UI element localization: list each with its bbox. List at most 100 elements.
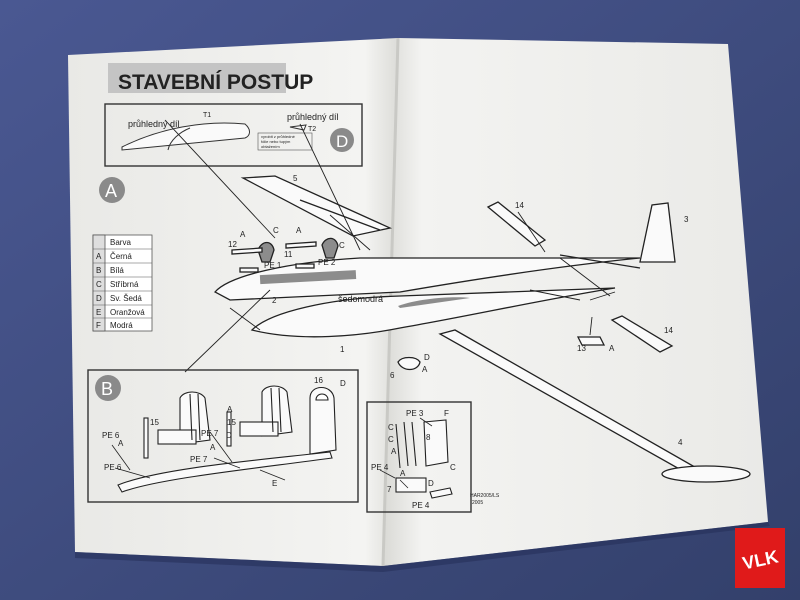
label-a-12: A [240, 230, 246, 239]
bulkhead-16 [309, 386, 337, 455]
seat-front-cushion [157, 429, 197, 445]
label-p4: 4 [678, 438, 683, 447]
label-p3: 3 [684, 215, 689, 224]
label-p1: 1 [340, 345, 345, 354]
label-e: E [272, 479, 277, 488]
label-a-pe6: A [118, 439, 124, 448]
label-p16: 16 [314, 376, 323, 385]
label-d-16: D [340, 379, 346, 388]
wheel [397, 356, 421, 371]
label-t2: T2 [308, 126, 316, 133]
glider-part-labels: 5 14 3 14 13 A 1 2 4 6 D A šedomodrá 12 … [228, 174, 689, 447]
title-banner [108, 63, 286, 93]
corner-logo: VLK [735, 528, 785, 588]
circle-label-d [330, 128, 354, 152]
belt-pe3-b [403, 421, 409, 467]
tiny-note-line-3: obtažením [261, 144, 280, 149]
circle-label-d-text: D [336, 132, 348, 151]
pe1-part [231, 247, 263, 255]
label-pe6a: PE 6 [102, 431, 120, 440]
label-pe7a: PE 7 [201, 429, 219, 438]
pe4-part [429, 487, 453, 499]
label-d-pe7: D [226, 431, 232, 440]
color-name-a: Černá [110, 252, 132, 261]
seat-part-2 [321, 237, 339, 259]
label-d-7: D [428, 479, 434, 488]
fin [639, 202, 676, 263]
leader-lines [164, 119, 616, 373]
label-c-2: C [388, 435, 394, 444]
label-p15b: 15 [227, 418, 236, 427]
color-table: Barva A Černá B Bílá C Stříbrná D Sv. Še… [92, 234, 153, 332]
pe-plate-1 [239, 267, 259, 273]
fuselage-lower [250, 287, 616, 338]
part-13 [576, 336, 606, 346]
label-c-11: C [339, 241, 345, 250]
color-name-b: Bílá [110, 266, 124, 275]
label-p15a: 15 [150, 418, 159, 427]
label-p5: 5 [293, 174, 298, 183]
label-p12: 12 [228, 240, 237, 249]
pe-plate-2 [295, 263, 315, 269]
seat-rear-cushion [239, 421, 279, 437]
label-p7: 7 [387, 485, 392, 494]
pedal-detail-box [366, 401, 472, 513]
label-p2: 2 [272, 296, 277, 305]
circle-label-a [99, 177, 125, 203]
label-t1: T1 [203, 112, 211, 119]
pedal-leaders [379, 417, 433, 489]
color-code-d: D [96, 294, 102, 303]
label-pe3: PE 3 [406, 409, 424, 418]
color-name-e: Oranžová [110, 308, 145, 317]
pedal-labels: PE 3 F C C 8 A PE 4 C A 7 D PE 4 [371, 409, 456, 510]
color-code-b: B [96, 266, 101, 275]
label-a-wheel: A [422, 365, 428, 374]
label-p11: 11 [284, 250, 293, 259]
canopy-part-t1 [121, 122, 250, 151]
circle-label-a-text: A [105, 181, 117, 201]
stabilizer-right [610, 315, 674, 353]
fuselage-upper [213, 257, 641, 301]
paper-shadow [75, 522, 770, 572]
seat-cushion-7 [395, 477, 427, 493]
tiny-note-box [257, 132, 313, 151]
canopy-detail-box [104, 103, 363, 167]
tiny-note-line-2: fólie nebo tupým [261, 139, 291, 144]
glider-drawing [213, 175, 751, 483]
belt-pe3-c [411, 421, 417, 467]
cockpit-floor [117, 451, 333, 493]
label-p14a: 14 [515, 201, 524, 210]
label-p14b: 14 [664, 326, 673, 335]
label-p8: 8 [426, 433, 431, 442]
color-code-c: C [96, 280, 102, 289]
footer-year: 2005 [472, 500, 483, 506]
cockpit-leaders [111, 431, 286, 481]
label-a-pedal: A [391, 447, 397, 456]
label-c-12: C [273, 226, 279, 235]
pedal-drawing [395, 419, 453, 499]
circle-label-b-text: B [101, 379, 113, 399]
label-c-3: C [450, 463, 456, 472]
color-code-e: E [96, 308, 101, 317]
label-pe7b: PE 7 [190, 455, 208, 464]
stick-15b [226, 411, 232, 447]
label-p6: 6 [390, 371, 395, 380]
label-f: F [444, 409, 449, 418]
label-a-7: A [400, 469, 406, 478]
seat-back-8 [423, 419, 449, 467]
belt-rear [270, 387, 282, 433]
paper-right-page [383, 38, 768, 566]
label-a-13: A [609, 344, 615, 353]
color-table-header: Barva [110, 238, 131, 247]
cockpit-drawing [117, 385, 337, 493]
footer-mark: HAR2005/LS [470, 493, 500, 499]
pe2-part [285, 241, 317, 249]
stabilizer-left [486, 201, 547, 247]
label-pe1: PE 1 [264, 261, 282, 270]
canopy-label-2: průhledný díl [287, 112, 339, 122]
label-pe4a: PE 4 [371, 463, 389, 472]
stick-15a [143, 417, 149, 459]
circle-label-b [95, 375, 121, 401]
canopy-label-1: průhledný díl [128, 119, 180, 129]
color-code-f: F [96, 321, 101, 330]
